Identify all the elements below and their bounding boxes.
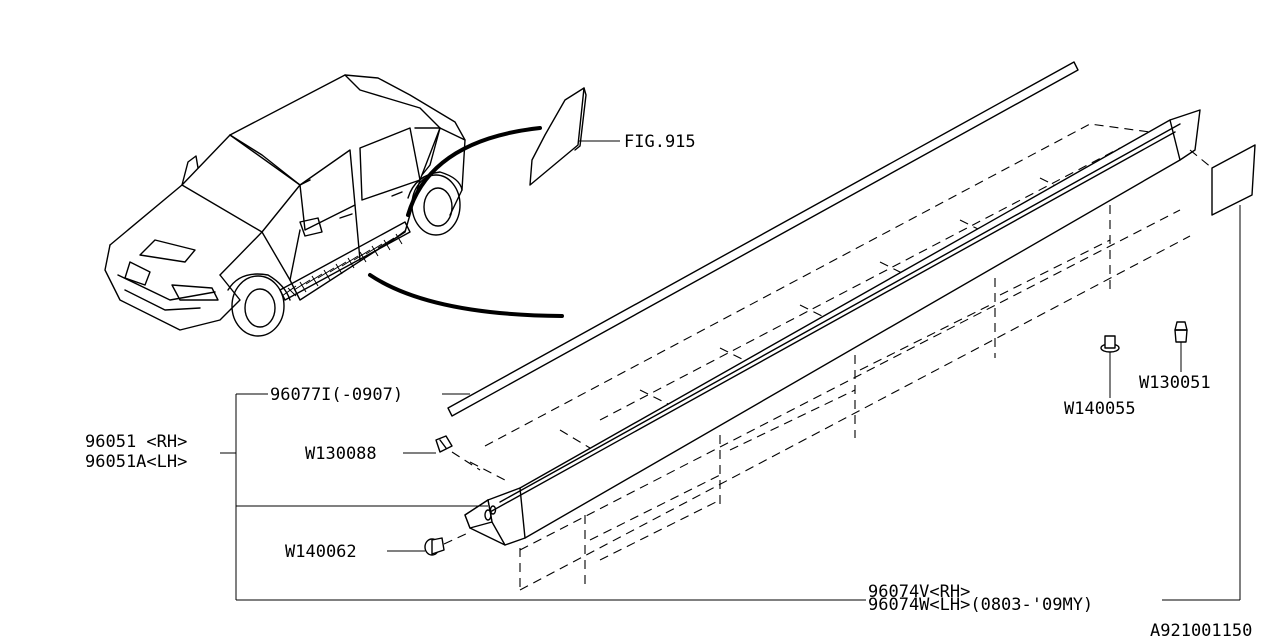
leader-lines	[220, 205, 1241, 601]
fig-ref-label: FIG.915	[624, 132, 696, 152]
rear-extension-part	[1189, 144, 1256, 216]
leader-curve-lower	[368, 273, 564, 318]
leader-curve-upper	[406, 126, 542, 217]
label-w140055: W140055	[1064, 399, 1136, 419]
fastener-w140055	[1100, 335, 1120, 398]
fig-915-part	[529, 87, 620, 186]
screw-w140062	[424, 531, 471, 556]
side-sill-part	[464, 109, 1201, 592]
label-w130088: W130088	[305, 444, 377, 464]
diagram-code: A921001150	[1150, 621, 1252, 640]
clip-w130088	[435, 435, 481, 471]
label-96074w-lh: 96074W<LH>(0803-'09MY)	[868, 595, 1093, 615]
label-96077i: 96077I(-0907)	[270, 385, 403, 405]
label-w130051: W130051	[1139, 373, 1211, 393]
label-96051-rh: 96051 <RH>	[85, 432, 187, 452]
molding-strip	[447, 61, 1079, 417]
label-w140062: W140062	[285, 542, 357, 562]
clip-w130051	[1174, 321, 1188, 372]
label-96051a-lh: 96051A<LH>	[85, 452, 187, 472]
label-96074v-rh: 96074V<RH>	[868, 582, 970, 602]
car-illustration	[104, 74, 466, 337]
